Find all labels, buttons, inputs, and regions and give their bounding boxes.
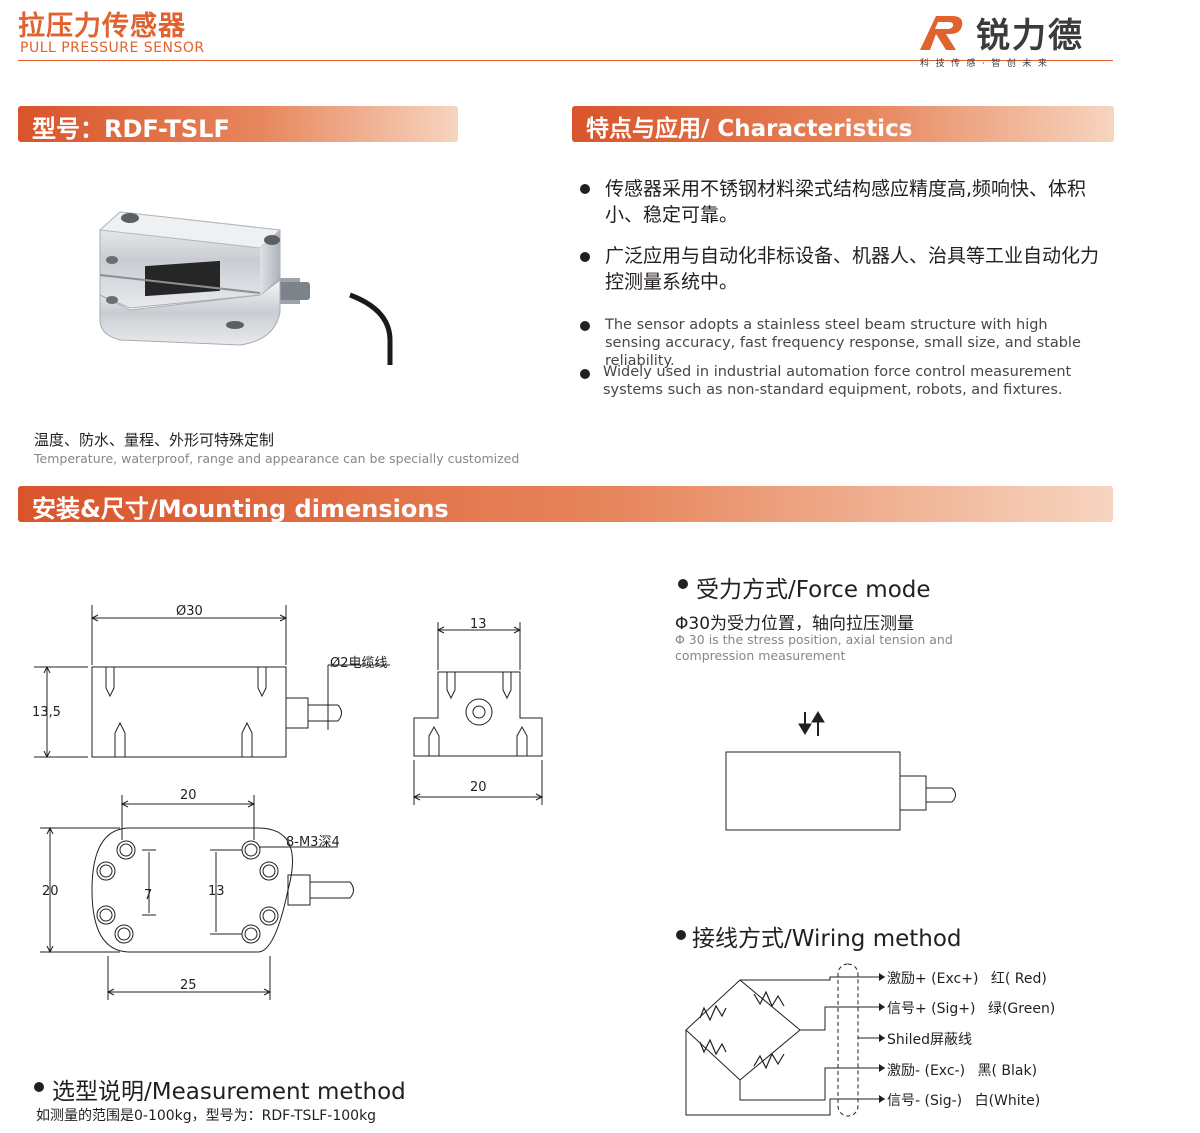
- wiring-diagram: [685, 963, 885, 1117]
- mounting-bar: 安装&尺寸/Mounting dimensions: [18, 486, 1113, 523]
- force-mode-en: Φ 30 is the stress position, axial tensi…: [675, 632, 953, 663]
- dim-inner-right: 13: [208, 884, 225, 899]
- side-view: [412, 622, 544, 805]
- feature-en-2: Widely used in industrial automation for…: [603, 364, 1072, 398]
- measurement-text: 如测量的范围是0-100kg，型号为：RDF-TSLF-100kg: [36, 1108, 377, 1124]
- bullet-icon: [580, 252, 590, 262]
- model-bar: 型号：RDF-TSLF: [18, 106, 458, 143]
- page-title: 拉压力传感器: [18, 11, 186, 42]
- bullet-icon: [34, 1082, 44, 1092]
- bullet-icon: [676, 930, 686, 940]
- dim-cable: Ø2电缆线: [330, 656, 388, 671]
- customization-en: Temperature, waterproof, range and appea…: [34, 451, 520, 466]
- mounting-label: 安装&尺寸/Mounting dimensions: [32, 495, 449, 523]
- page-subtitle: PULL PRESSURE SENSOR: [20, 40, 205, 56]
- force-mode-heading: 受力方式/Force mode: [696, 577, 931, 603]
- dim-bottom-top: 20: [180, 788, 197, 803]
- dim-diameter: Ø30: [176, 604, 203, 619]
- logo-name: 锐力德: [976, 16, 1084, 56]
- feature-cn-1: 传感器采用不锈钢材料梁式结构感应精度高,频响快、体积小、稳定可靠。: [605, 178, 1087, 226]
- wire-label: Shiled屏蔽线: [887, 1032, 973, 1048]
- force-arrows-icon: [798, 711, 825, 736]
- dim-height: 13,5: [32, 705, 61, 720]
- wire-color: 红( Red): [990, 971, 1047, 987]
- wiring-heading: 接线方式/Wiring method: [692, 926, 962, 952]
- bullet-icon: [580, 184, 590, 194]
- wire-shield: Shiled屏蔽线: [887, 1029, 972, 1049]
- wire-sig-minus: 信号- (Sig-) 白(White): [887, 1090, 1040, 1110]
- feature-cn-2: 广泛应用与自动化非标设备、机器人、治具等工业自动化力控测量系统中。: [605, 245, 1100, 293]
- dim-bottom-width: 25: [180, 978, 197, 993]
- wire-sig-plus: 信号+ (Sig+) 绿(Green): [887, 998, 1055, 1018]
- wire-color: 白(White): [974, 1093, 1041, 1109]
- wire-exc-minus: 激励- (Exc-) 黑( Blak): [887, 1060, 1037, 1080]
- measurement-heading: 选型说明/Measurement method: [52, 1079, 406, 1105]
- wire-color: 黑( Blak): [977, 1063, 1038, 1079]
- dim-side-top: 13: [470, 617, 487, 632]
- force-mode-diagram: [725, 711, 956, 831]
- wire-label: 激励+ (Exc+): [887, 971, 979, 987]
- logo-icon: [920, 16, 963, 50]
- logo-tagline: 科技传感·智创未来: [920, 59, 1054, 69]
- bottom-view: [40, 795, 354, 1000]
- bullet-icon: [580, 321, 590, 331]
- wire-exc-plus: 激励+ (Exc+) 红( Red): [887, 968, 1047, 988]
- dim-bottom-left: 20: [42, 884, 59, 899]
- characteristics-bar: 特点与应用/ Characteristics: [572, 106, 1114, 142]
- product-image: [98, 211, 393, 365]
- characteristics-label: 特点与应用/ Characteristics: [586, 116, 913, 142]
- dim-inner-left: 7: [144, 888, 153, 903]
- feature-en-1: The sensor adopts a stainless steel beam…: [605, 317, 1081, 369]
- mounting-drawing: [34, 605, 544, 1000]
- wire-label: 激励- (Exc-): [887, 1063, 966, 1079]
- dim-side-bottom: 20: [470, 780, 487, 795]
- dim-holes: 8-M3深4: [286, 835, 340, 850]
- header-divider: [18, 60, 1113, 61]
- bullet-icon: [580, 369, 590, 379]
- model-label: 型号：RDF-TSLF: [32, 115, 230, 143]
- bullet-icon: [678, 579, 688, 589]
- front-view: [34, 605, 390, 759]
- customization-cn: 温度、防水、量程、外形可特殊定制: [34, 431, 275, 449]
- force-mode-cn: Φ30为受力位置，轴向拉压测量: [675, 614, 915, 634]
- wire-label: 信号+ (Sig+): [887, 1001, 976, 1017]
- wire-label: 信号- (Sig-): [887, 1093, 963, 1109]
- wire-color: 绿(Green): [987, 1001, 1056, 1017]
